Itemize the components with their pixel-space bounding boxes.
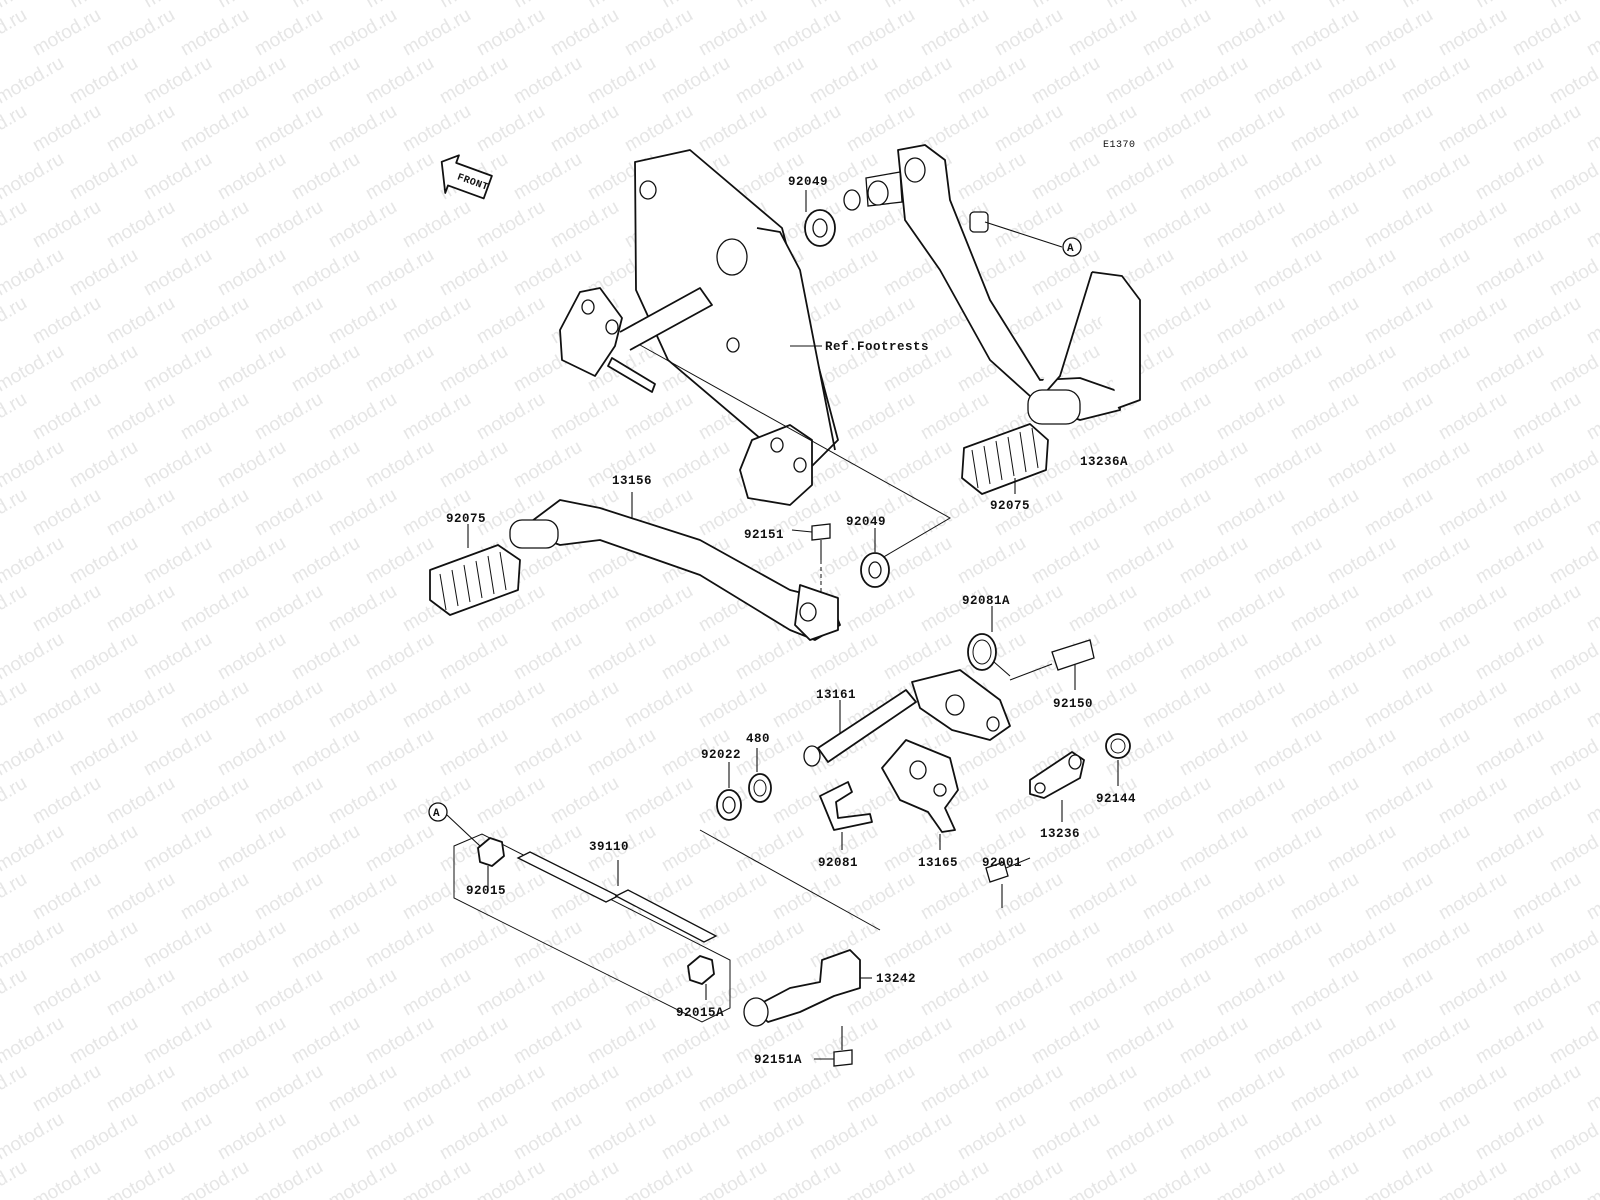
part-label-92049-lower: 92049 [846, 515, 886, 529]
part-label-92049-upper: 92049 [788, 175, 828, 189]
part-label-92075-left: 92075 [446, 512, 486, 526]
part-label-92081A: 92081A [962, 594, 1010, 608]
part-label-13236A: 13236A [1080, 455, 1128, 469]
part-label-13236: 13236 [1040, 827, 1080, 841]
ref-footrests-label: Ref.Footrests [825, 340, 929, 354]
part-label-92151A: 92151A [754, 1053, 802, 1067]
washer-92022 [716, 762, 742, 821]
ref-marker-a-upper: A [1062, 237, 1082, 257]
part-label-92081: 92081 [818, 856, 858, 870]
part-label-13165: 13165 [918, 856, 958, 870]
washer-92049-upper [804, 190, 836, 247]
part-label-92015A: 92015A [676, 1006, 724, 1020]
bolt-92001 [985, 857, 1031, 908]
lever-13236 [1029, 751, 1085, 822]
clip-92081 [819, 781, 873, 850]
tie-rod-39110 [453, 829, 881, 1023]
front-direction-arrow: FRONT [440, 154, 493, 200]
pedal-rubber-right [961, 423, 1049, 495]
footrest-bracket-drawing [559, 149, 952, 566]
spring-92081A [967, 606, 1011, 677]
bolt-92151A [814, 1026, 853, 1067]
pedal-rubber-left [429, 524, 521, 616]
part-label-92144: 92144 [1096, 792, 1136, 806]
part-label-13242: 13242 [876, 972, 916, 986]
part-label-13161: 13161 [816, 688, 856, 702]
part-label-13156: 13156 [612, 474, 652, 488]
shift-pedal-drawing [509, 492, 841, 641]
circlip-480 [748, 748, 772, 803]
part-labels: 92049 13236A 92075 13156 92075 92151 920… [446, 175, 1136, 1067]
spring-clip-92144 [1105, 733, 1131, 786]
shift-arm-13242 [743, 949, 872, 1027]
part-label-92015: 92015 [466, 884, 506, 898]
ref-marker-a-lower-label: A [433, 808, 440, 820]
ref-marker-a-upper-label: A [1067, 243, 1074, 255]
part-label-92151: 92151 [744, 528, 784, 542]
plate-13165 [881, 739, 959, 850]
washer-92049-lower [860, 528, 890, 588]
nut-92015 [477, 837, 505, 888]
part-label-92022: 92022 [701, 748, 741, 762]
bolt-92151 [791, 523, 831, 592]
part-label-92150: 92150 [1053, 697, 1093, 711]
part-label-39110: 39110 [589, 840, 629, 854]
nut-92015A [687, 955, 715, 1000]
ref-marker-a-lower: A [428, 802, 481, 847]
part-label-480: 480 [746, 732, 770, 746]
shift-shaft-drawing [803, 639, 1095, 767]
part-label-92075-right: 92075 [990, 499, 1030, 513]
diagram-code: E1370 [1103, 140, 1136, 151]
part-label-92001: 92001 [982, 856, 1022, 870]
rear-brake-pedal-drawing [843, 144, 1141, 425]
